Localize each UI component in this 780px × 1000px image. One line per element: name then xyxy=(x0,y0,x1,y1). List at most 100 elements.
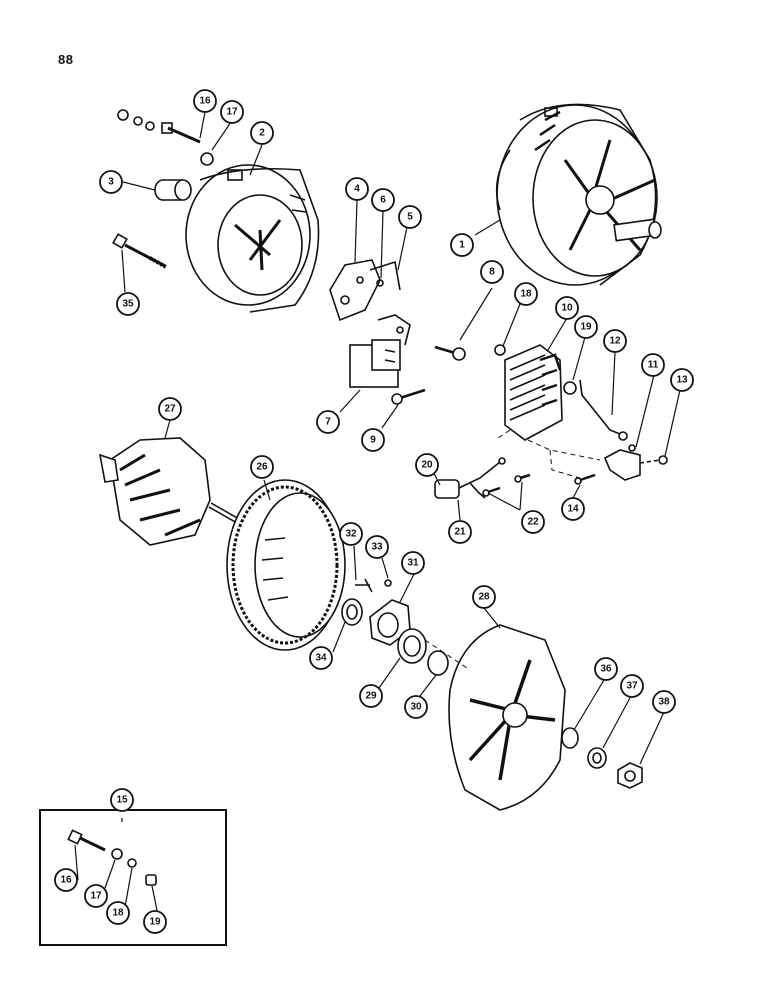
callout-37: 37 xyxy=(620,674,644,698)
callout-inset-16: 16 xyxy=(54,868,78,892)
svg-text:38: 38 xyxy=(658,697,670,708)
svg-text:12: 12 xyxy=(609,336,621,347)
svg-text:5: 5 xyxy=(407,212,413,223)
callout-33: 33 xyxy=(365,535,389,559)
callout-13: 13 xyxy=(670,368,694,392)
callout-35: 35 xyxy=(116,292,140,316)
callout-5: 5 xyxy=(398,205,422,229)
page-number: 88 xyxy=(58,52,74,67)
svg-text:26: 26 xyxy=(256,462,268,473)
alternator-assembly-part xyxy=(495,103,662,286)
callout-10: 10 xyxy=(555,296,579,320)
svg-text:22: 22 xyxy=(527,517,539,528)
callout-22: 22 xyxy=(521,510,545,534)
svg-text:31: 31 xyxy=(407,558,419,569)
callout-8: 8 xyxy=(480,260,504,284)
svg-text:3: 3 xyxy=(108,177,114,188)
screw-small-parts xyxy=(482,473,596,497)
callout-29: 29 xyxy=(359,684,383,708)
terminal-hardware-parts xyxy=(117,109,214,166)
inset-hardware-parts xyxy=(67,829,157,886)
svg-text:20: 20 xyxy=(421,460,433,471)
rotor-part xyxy=(98,437,247,546)
inset-frame xyxy=(39,809,227,946)
callout-27: 27 xyxy=(158,397,182,421)
callout-38: 38 xyxy=(652,690,676,714)
callout-32: 32 xyxy=(339,522,363,546)
screw-parts xyxy=(391,345,466,405)
svg-text:34: 34 xyxy=(315,653,327,664)
svg-text:35: 35 xyxy=(122,299,134,310)
callout-4: 4 xyxy=(345,177,369,201)
svg-text:19: 19 xyxy=(149,917,161,928)
svg-text:8: 8 xyxy=(489,267,495,278)
callout-19: 19 xyxy=(574,315,598,339)
rectifier-bridge-part xyxy=(494,344,563,441)
rear-housing-part xyxy=(185,164,320,313)
callout-30: 30 xyxy=(404,695,428,719)
svg-text:2: 2 xyxy=(259,128,265,139)
callout-12: 12 xyxy=(603,329,627,353)
callout-inset-18: 18 xyxy=(106,901,130,925)
svg-text:37: 37 xyxy=(626,681,638,692)
callout-1: 1 xyxy=(450,233,474,257)
svg-text:19: 19 xyxy=(580,322,592,333)
callout-7: 7 xyxy=(316,410,340,434)
connection-guides xyxy=(494,429,601,479)
callout-9: 9 xyxy=(361,428,385,452)
callout-21: 21 xyxy=(448,520,472,544)
callout-inset-19: 19 xyxy=(143,910,167,934)
callout-18: 18 xyxy=(514,282,538,306)
svg-text:10: 10 xyxy=(561,303,573,314)
callout-28: 28 xyxy=(472,585,496,609)
bearing-part xyxy=(154,179,192,201)
through-bolt-part xyxy=(112,233,167,269)
callout-26: 26 xyxy=(250,455,274,479)
svg-text:11: 11 xyxy=(648,360,659,371)
svg-text:18: 18 xyxy=(112,908,124,919)
callout-31: 31 xyxy=(401,551,425,575)
diode-trio-part xyxy=(434,457,506,499)
callout-15-inset: 15 xyxy=(110,788,134,812)
svg-text:36: 36 xyxy=(600,664,612,675)
callout-6: 6 xyxy=(371,188,395,212)
svg-text:9: 9 xyxy=(370,435,376,446)
front-housing-part xyxy=(424,624,566,811)
svg-text:4: 4 xyxy=(354,184,360,195)
svg-text:27: 27 xyxy=(164,404,176,415)
svg-text:14: 14 xyxy=(567,504,579,515)
svg-text:13: 13 xyxy=(676,375,688,386)
pulley-hardware-parts xyxy=(561,727,643,789)
svg-text:16: 16 xyxy=(199,96,211,107)
svg-text:32: 32 xyxy=(345,529,357,540)
capacitor-and-lead-parts xyxy=(563,379,668,481)
svg-text:17: 17 xyxy=(90,891,102,902)
svg-text:28: 28 xyxy=(478,592,490,603)
callout-34: 34 xyxy=(309,646,333,670)
brush-holder-part xyxy=(349,314,411,388)
callout-36: 36 xyxy=(594,657,618,681)
svg-text:7: 7 xyxy=(325,417,331,428)
svg-text:1: 1 xyxy=(459,240,465,251)
svg-text:29: 29 xyxy=(365,691,377,702)
callout-3: 3 xyxy=(99,170,123,194)
callout-bubbles: 1 2 3 4 5 6 7 8 9 10 11 12 13 14 16 17 1… xyxy=(54,89,694,934)
svg-text:30: 30 xyxy=(410,702,422,713)
svg-text:18: 18 xyxy=(520,289,532,300)
svg-text:33: 33 xyxy=(371,542,383,553)
svg-text:6: 6 xyxy=(380,195,386,206)
svg-text:21: 21 xyxy=(454,527,466,538)
callout-14: 14 xyxy=(561,497,585,521)
callout-inset-17: 17 xyxy=(84,884,108,908)
brush-holder-bracket-part xyxy=(329,259,401,322)
stator-part xyxy=(226,479,346,651)
callout-16: 16 xyxy=(193,89,217,113)
svg-text:17: 17 xyxy=(226,107,238,118)
callout-20: 20 xyxy=(415,453,439,477)
bearing-retainer-parts xyxy=(341,578,449,676)
callout-11: 11 xyxy=(641,353,665,377)
svg-text:16: 16 xyxy=(60,875,72,886)
callout-17: 17 xyxy=(220,100,244,124)
svg-text:15: 15 xyxy=(116,795,128,806)
